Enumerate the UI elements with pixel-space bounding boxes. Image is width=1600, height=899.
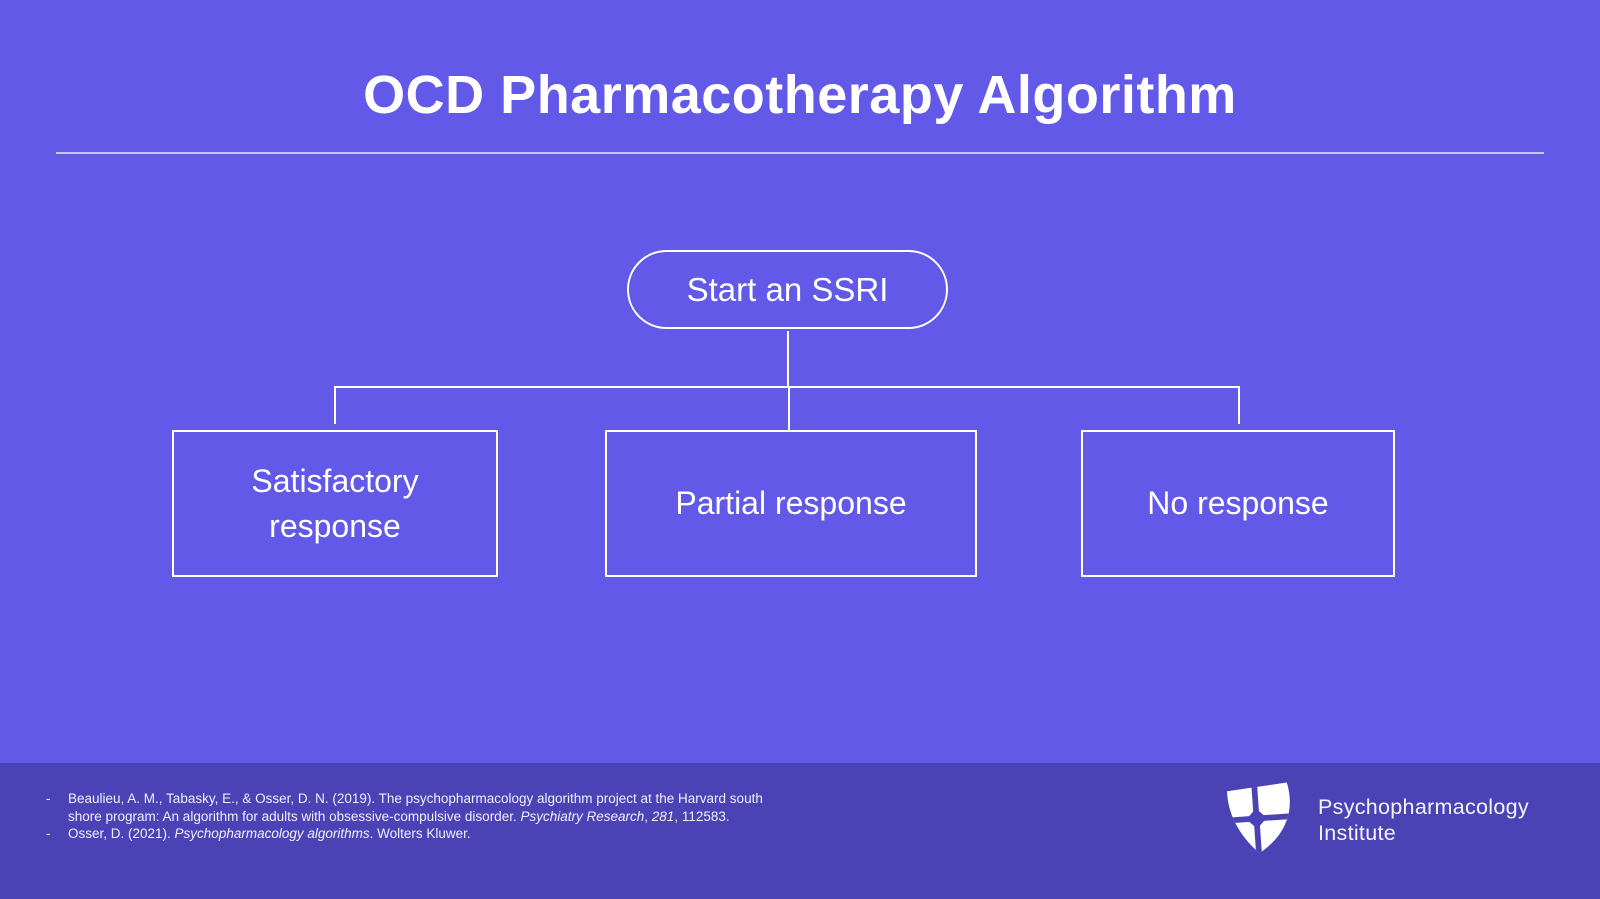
outcome-box-satisfactory: Satisfactory response [172,430,498,577]
reference-segment: Osser, D. (2021). [68,826,175,841]
bullet-dash: - [46,826,51,841]
reference-segment: , 112583. [674,808,730,824]
reference-segment: . Wolters Kluwer. [369,826,471,841]
bullet-dash: - [46,791,51,806]
outcome-label: Satisfactory response [251,462,419,544]
title-divider [56,152,1544,154]
reference-item: - Beaulieu, A. M., Tabasky, E., & Osser,… [46,790,781,825]
reference-segment: Psychiatry Research [520,808,645,824]
outcome-box-no-response: No response [1081,430,1395,577]
brand-lockup: Psychopharmacology Institute [1222,781,1529,859]
reference-segment: Beaulieu, A. M., Tabasky, E., & Osser, D… [68,791,763,824]
outcome-box-partial: Partial response [605,430,977,577]
reference-segment: , [644,808,652,824]
outcome-label: Partial response [675,485,907,522]
connector-drop-left [334,386,336,424]
brand-name: Psychopharmacology Institute [1318,794,1529,846]
brand-name-line2: Institute [1318,821,1396,845]
reference-text: Osser, D. (2021). Psychopharmacology alg… [68,825,781,843]
footer: - Beaulieu, A. M., Tabasky, E., & Osser,… [0,763,1600,899]
brand-name-line1: Psychopharmacology [1318,795,1529,819]
connector-stem [787,331,789,386]
connector-drop-center [788,386,790,430]
outcome-label: No response [1147,485,1329,522]
reference-item: - Osser, D. (2021). Psychopharmacology a… [46,825,781,843]
connector-drop-right [1238,386,1240,424]
references-list: - Beaulieu, A. M., Tabasky, E., & Osser,… [46,790,781,843]
reference-segment: Psychopharmacology algorithms [174,826,370,841]
flow-node-start-label: Start an SSRI [686,270,889,308]
reference-text: Beaulieu, A. M., Tabasky, E., & Osser, D… [68,790,781,825]
connector-horizontal [334,386,1240,388]
flow-node-start: Start an SSRI [627,250,948,329]
reference-segment: 281 [651,808,675,824]
page-title: OCD Pharmacotherapy Algorithm [363,65,1237,125]
shield-cross-icon [1227,782,1290,854]
